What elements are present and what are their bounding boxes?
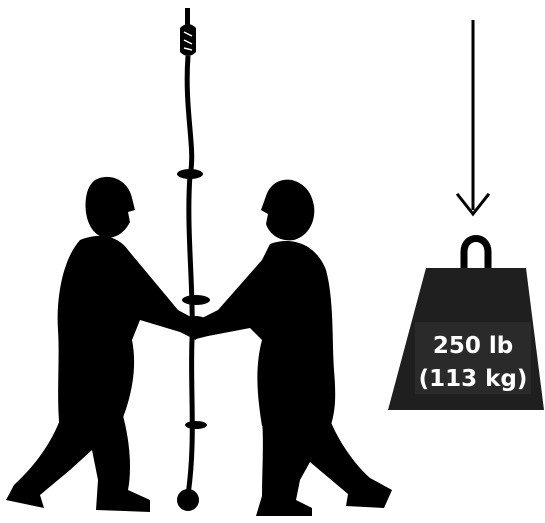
person-right-silhouette: [192, 180, 392, 516]
rope-with-knots-icon: [177, 8, 210, 511]
weight-icon: 250 lb (113 kg): [388, 239, 544, 411]
gripping-hands: [182, 316, 210, 336]
down-arrow-icon: [458, 20, 488, 214]
weight-label-line2: (113 kg): [419, 366, 528, 392]
weight-label-line1: 250 lb: [433, 333, 513, 359]
person-left-silhouette: [6, 177, 200, 512]
